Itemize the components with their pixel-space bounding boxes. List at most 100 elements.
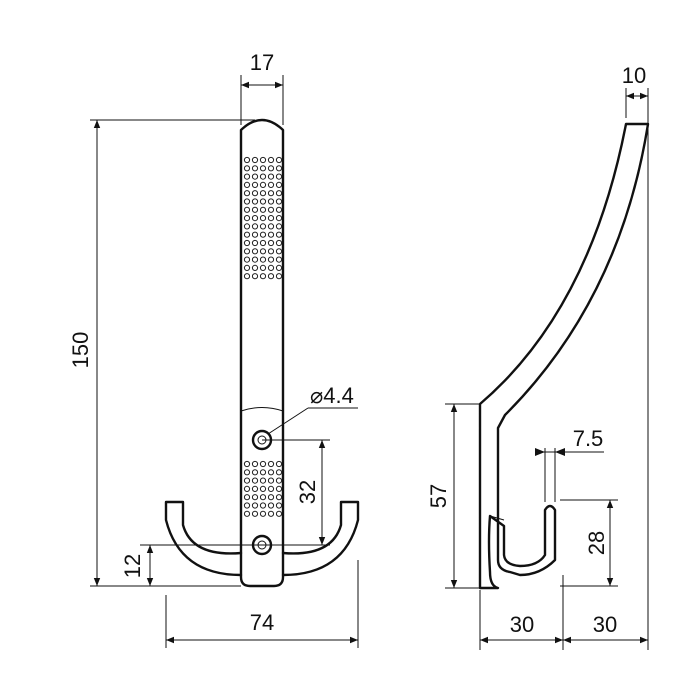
dim-depth-a-label: 30 [510,612,534,637]
texture-dot [243,156,251,164]
texture-dot [251,165,259,172]
texture-dot [267,181,275,188]
texture-dot [267,223,275,230]
texture-dot [259,223,267,230]
texture-dot [259,190,267,197]
texture-dot [267,215,275,222]
texture-dot [267,256,275,263]
dim-hook-offset-label: 12 [120,554,145,578]
texture-dot [251,223,259,230]
texture-dot [251,485,259,492]
dot-texture-middle [243,460,283,517]
texture-dot [243,510,251,517]
texture-dot [259,485,267,492]
dim-height-label: 150 [68,332,93,369]
texture-dot [243,181,251,188]
front-view [164,118,360,588]
texture-dot [251,264,259,271]
front-section-line [240,407,284,412]
texture-dot [259,181,267,188]
texture-dot [275,494,283,501]
texture-dot [275,485,283,492]
texture-dot [251,256,259,263]
texture-dot [275,477,283,484]
texture-dot [275,156,283,164]
texture-dot [275,190,283,197]
texture-dot [259,460,267,468]
texture-dot [251,231,259,238]
texture-dot [243,239,251,247]
texture-dot [259,494,267,501]
dim-top-thickness-label: 10 [622,63,646,88]
dim-7-5-arrow-right [555,448,565,456]
dot-texture-top [243,156,283,280]
side-view [478,122,650,590]
texture-dot [275,181,283,188]
texture-dot [259,469,267,476]
dim-hole-diameter-label: ⌀4.4 [310,383,354,408]
texture-dot [251,477,259,484]
texture-dot [267,460,275,468]
texture-dot [251,173,259,180]
texture-dot [259,477,267,484]
texture-dot [275,469,283,476]
texture-dot [275,256,283,263]
texture-dot [275,198,283,205]
texture-dot [259,198,267,205]
texture-dot [243,190,251,197]
texture-dot [275,215,283,222]
texture-dot [251,198,259,205]
front-strip [239,118,285,588]
texture-dot [259,502,267,509]
texture-dot [259,264,267,271]
texture-dot [259,231,267,238]
texture-dot [267,165,275,172]
texture-dot [243,273,251,280]
texture-dot [243,206,251,213]
texture-dot [243,485,251,492]
texture-dot [259,156,267,164]
texture-dot [243,264,251,271]
texture-dot [259,510,267,517]
texture-dot [243,460,251,468]
texture-dot [275,231,283,238]
texture-dot [243,477,251,484]
texture-dot [251,239,259,247]
dim-hole-spacing-label: 32 [295,480,320,504]
texture-dot [267,156,275,164]
texture-dot [251,206,259,213]
texture-dot [275,460,283,468]
texture-dot [275,239,283,247]
texture-dot [243,215,251,222]
texture-dot [267,273,275,280]
texture-dot [251,248,259,255]
dim-width-label: 17 [250,50,274,75]
texture-dot [259,256,267,263]
texture-dot [275,173,283,180]
texture-dot [267,239,275,247]
texture-dot [267,231,275,238]
texture-dot [275,502,283,509]
texture-dot [275,165,283,172]
texture-dot [267,485,275,492]
texture-dot [251,469,259,476]
front-right-hook [281,500,360,577]
texture-dot [251,215,259,222]
front-dimensions: 17 150 ⌀4.4 32 12 74 [68,50,359,648]
texture-dot [243,165,251,172]
texture-dot [259,206,267,213]
dim-7-5-arrow-left [535,448,545,456]
texture-dot [251,181,259,188]
texture-dot [259,215,267,222]
side-dimensions: 10 57 7.5 28 30 30 [426,63,649,650]
texture-dot [267,510,275,517]
texture-dot [243,469,251,476]
front-left-hook [164,500,243,577]
texture-dot [251,502,259,509]
texture-dot [275,264,283,271]
texture-dot [275,510,283,517]
texture-dot [243,198,251,205]
side-hook-lip [489,515,505,521]
texture-dot [267,469,275,476]
texture-dot [267,173,275,180]
